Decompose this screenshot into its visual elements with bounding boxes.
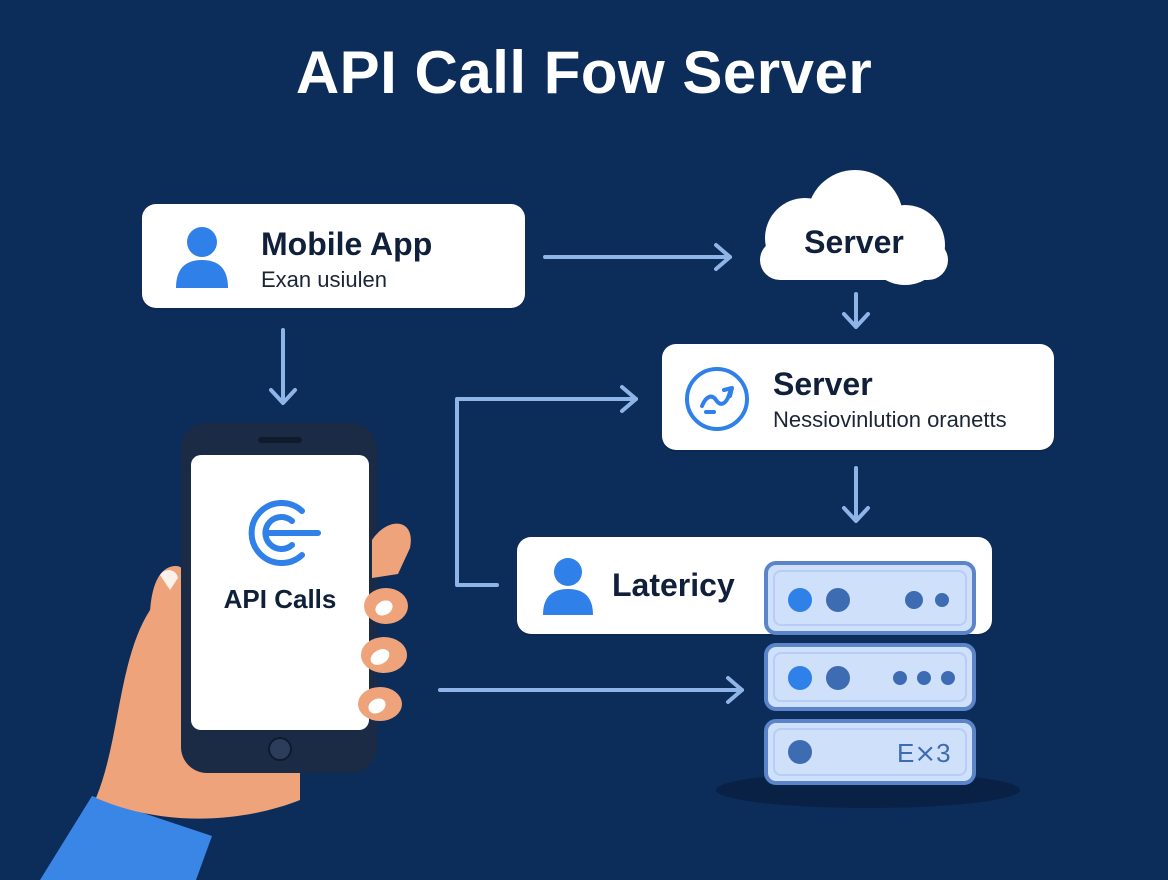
mobile-app-subtitle: Exan usiulen [261, 267, 387, 292]
latency-card-title: Latericy [612, 567, 735, 603]
arrow-server-to-latency [842, 466, 870, 523]
sleeve [40, 796, 212, 880]
server-card-title: Server [773, 366, 873, 402]
user-icon [543, 558, 593, 615]
hand-icon [96, 599, 300, 819]
diagram-title: API Call Fow Server [295, 39, 873, 106]
latency-card: Latericy [517, 537, 992, 634]
user-icon [176, 227, 228, 288]
server-card: Server Nessiovinlution oranetts [662, 344, 1054, 450]
phone-label: API Calls [223, 584, 337, 614]
server-card-subtitle: Nessiovinlution oranetts [773, 407, 1007, 432]
arrow-mobile-to-cloud [543, 243, 732, 271]
mobile-app-card: Mobile App Exan usiulen [142, 204, 525, 308]
cloud-server-label: Server [804, 224, 904, 260]
mobile-app-title: Mobile App [261, 226, 433, 262]
api-logo-icon [248, 500, 321, 566]
process-icon [685, 367, 749, 431]
arrow-phone-to-rack [438, 676, 744, 704]
arrow-mobile-to-phone [269, 328, 297, 405]
rack-label: E⨯3 [897, 738, 951, 768]
arrow-cloud-to-server [842, 292, 870, 329]
